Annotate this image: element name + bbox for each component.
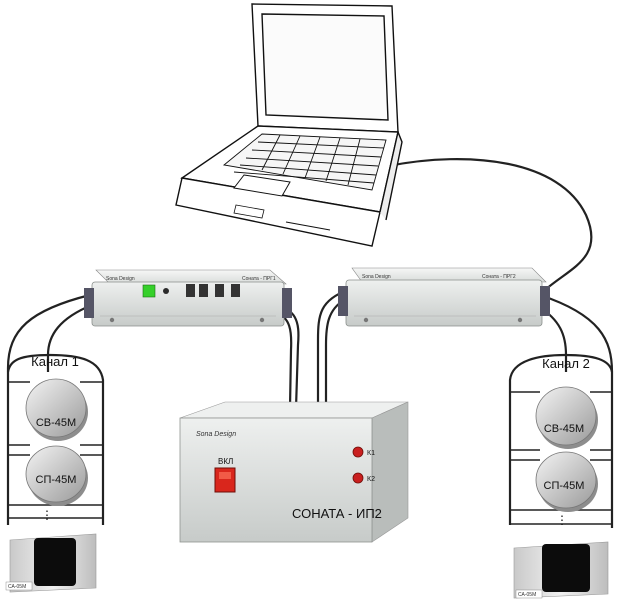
control-button-4 (231, 284, 240, 297)
control-button-2 (199, 284, 208, 297)
accelerometer-right-label: СА-05М (518, 592, 536, 598)
base-unit-title: СОНАТА - ИП2 (292, 506, 382, 521)
led-k1 (352, 446, 364, 458)
led-k2-label: К2 (367, 476, 375, 483)
accelerometer-left: СА-05М (5, 533, 97, 593)
base-unit-top (179, 401, 409, 419)
led-k2 (352, 472, 364, 484)
base-unit-front (179, 417, 373, 543)
sensor-left-bottom: СП-45М (25, 445, 88, 506)
sensor-right-bottom-label: СП-45М (544, 480, 585, 492)
accelerometer-right: СА-05М (513, 541, 609, 599)
sensor-right-bottom: СП-45М (535, 451, 598, 512)
base-unit-switch-label: ВКЛ (218, 457, 233, 466)
converter-right-brand: Sona Design (362, 274, 391, 280)
power-switch (214, 467, 236, 493)
cable-right-to-base-2 (324, 299, 345, 408)
base-unit-side (371, 401, 409, 543)
converter-right-model: Соната - ПРГ2 (482, 274, 516, 280)
laptop-base-front (175, 177, 381, 247)
cable-left-outer (6, 293, 91, 525)
laptop (175, 3, 403, 247)
sensor-left-bottom-label: СП-45М (36, 474, 77, 486)
base-unit-brand: Sonа Design (196, 431, 236, 438)
base-unit: Sonа Design ВКЛ К1 К2 СОНАТА - ИП2 (179, 401, 409, 543)
sensor-right-ellipsis: ⋮ (556, 513, 568, 527)
converter-right: Sona Design Соната - ПРГ2 (338, 267, 550, 327)
converter-left-brand: Sona Design (106, 276, 135, 282)
laptop-screen (261, 13, 389, 121)
converter-left: Sona Design Соната - ПРГ1 (84, 269, 292, 327)
cable-left-frame (6, 353, 105, 525)
sensor-left-ellipsis: ⋮ (41, 508, 53, 522)
sensor-right-top-label: СВ-45М (544, 423, 584, 435)
cable-right-frame (508, 353, 614, 525)
power-button-green (142, 284, 156, 298)
right-channel-frame (510, 391, 612, 525)
led-k1-label: К1 (367, 450, 375, 457)
laptop-touchpad (233, 174, 291, 197)
laptop-keyboard (222, 133, 387, 191)
indicator-dot (163, 288, 169, 294)
sensor-left-top-label: СВ-45М (36, 417, 76, 429)
sensor-right-top: СВ-45М (535, 386, 598, 449)
converter-left-model: Соната - ПРГ1 (242, 276, 276, 282)
control-button-1 (186, 284, 195, 297)
channel-label-left: Канал 1 (31, 354, 79, 369)
sensor-left-top: СВ-45М (25, 378, 88, 441)
control-button-3 (215, 284, 224, 297)
cable-laptop-to-converter (387, 158, 593, 291)
channel-label-right: Канал 2 (542, 356, 590, 371)
accelerometer-left-label: СА-05М (8, 584, 26, 590)
